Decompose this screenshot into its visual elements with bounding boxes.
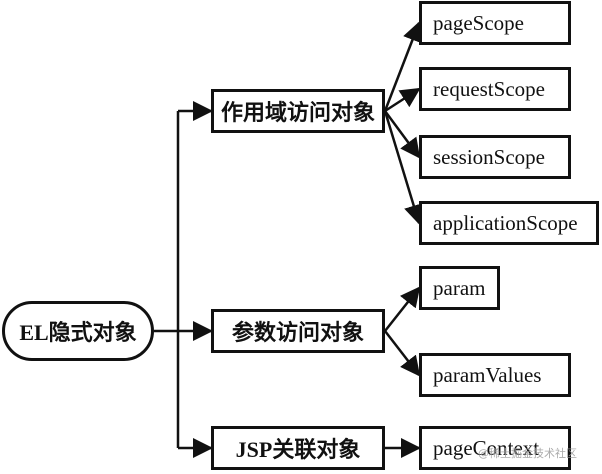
- group-node-jsp-related: JSP关联对象: [211, 426, 385, 470]
- edge-scope-to-sessionscope: [383, 110, 421, 159]
- leaf-node-requestscope: requestScope: [419, 67, 571, 111]
- group-node-scope-access: 作用域访问对象: [211, 89, 385, 133]
- leaf-node-pagescope: pageScope: [419, 1, 571, 45]
- watermark-text: @稀土掘金技术社区: [478, 447, 577, 460]
- leaf-node-sessionscope: sessionScope: [419, 135, 571, 179]
- leaf-node-applicationscope: applicationScope: [419, 201, 599, 245]
- leaf-node-pagecontext: pageContext: [419, 426, 571, 470]
- edge-param-to-paramvalues: [384, 330, 421, 377]
- leaf-node-param: param: [419, 266, 500, 310]
- edge-scope-to-pagescope: [383, 21, 422, 112]
- edge-param-to-param: [384, 286, 421, 332]
- leaf-node-paramvalues: paramValues: [419, 353, 571, 397]
- edge-scope-to-applicationscope: [383, 110, 424, 225]
- group-node-parameter-access: 参数访问对象: [211, 309, 385, 353]
- root-node: EL隐式对象: [2, 301, 154, 361]
- edge-scope-to-requestscope: [384, 87, 421, 113]
